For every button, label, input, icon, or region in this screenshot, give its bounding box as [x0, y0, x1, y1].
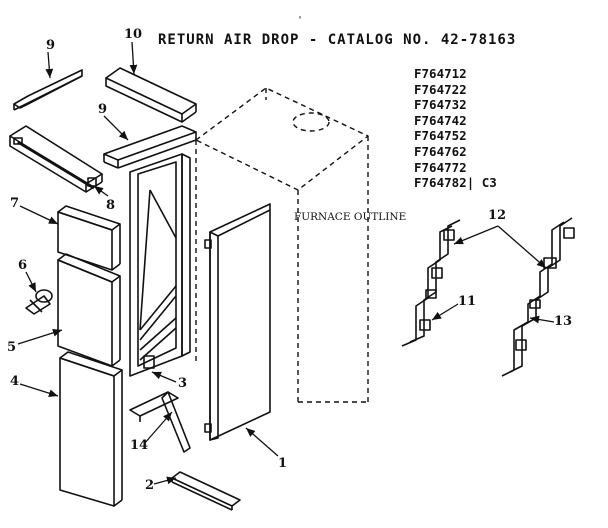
callout-5: 5	[7, 340, 17, 355]
callout-9-lower: 9	[98, 102, 108, 117]
callout-6: 6	[18, 258, 28, 273]
part-9-strip-lower	[103, 125, 197, 169]
model-number: F764712	[414, 66, 467, 81]
model-suffix: C3	[481, 175, 497, 191]
part-13-bracket	[501, 217, 575, 377]
diagram-title: RETURN AIR DROP - CATALOG NO. 42-78163	[158, 32, 517, 48]
callout-10: 10	[124, 27, 143, 42]
model-number: F764722	[414, 81, 467, 97]
model-number: F764762	[414, 143, 467, 159]
callout-4: 4	[10, 374, 20, 389]
callout-3: 3	[178, 376, 188, 391]
part-8-rail-bracket	[9, 125, 103, 193]
callout-9-upper: 9	[46, 38, 56, 53]
callout-14: 14	[130, 438, 149, 453]
part-1-side-panel	[204, 203, 271, 441]
callout-1: 1	[278, 456, 288, 471]
part-6-clip	[25, 289, 53, 315]
leader-lines	[17, 41, 555, 485]
callout-8: 8	[106, 198, 116, 213]
model-number-list: F764712 F764722 F764732 F764742 F764752 …	[414, 66, 497, 191]
part-7-upper-panel	[57, 205, 121, 271]
callout-2: 2	[145, 478, 155, 493]
model-number: F764742	[414, 112, 467, 128]
part-5-middle-panel	[57, 253, 121, 367]
callout-12: 12	[488, 208, 507, 223]
part-10-top-channel	[105, 67, 197, 123]
model-number: F764782| C3	[414, 175, 497, 191]
part-2-bottom-bar	[171, 471, 241, 511]
part-14-bent-bracket	[129, 391, 191, 453]
callout-7: 7	[10, 196, 20, 211]
scan-mark: '	[297, 15, 304, 26]
callout-11: 11	[458, 294, 477, 309]
part-3-return-frame	[129, 153, 191, 377]
part-9-strip-upper	[13, 69, 83, 111]
model-number: F764732	[414, 97, 467, 113]
furnace-outline-label: FURNACE OUTLINE	[294, 211, 407, 223]
callout-13: 13	[554, 314, 573, 329]
part-4-lower-panel	[59, 351, 123, 507]
furnace-outline	[195, 87, 369, 403]
part-11-bracket	[401, 219, 461, 347]
model-number: F764752	[414, 128, 467, 144]
model-number: F764772	[414, 159, 467, 175]
